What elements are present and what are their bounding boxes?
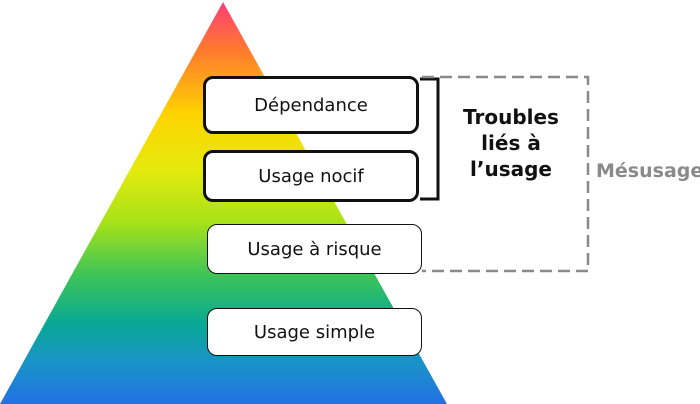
level-box-usage-nocif: Usage nocif <box>203 150 419 202</box>
level-box-usage-simple: Usage simple <box>207 308 422 356</box>
troubles-label-line2: liés à <box>481 131 541 155</box>
level-box-usage-a-risque: Usage à risque <box>207 224 422 274</box>
pyramid-triangle <box>0 2 447 404</box>
level-label-dependance: Dépendance <box>254 94 368 116</box>
troubles-lies-a-lusage-label: Troubles liés à l’usage <box>452 104 570 182</box>
mesusage-label: Mésusage <box>596 160 700 182</box>
troubles-bracket <box>420 77 440 201</box>
level-label-usage-nocif: Usage nocif <box>258 165 364 187</box>
level-box-dependance: Dépendance <box>203 76 419 134</box>
mesusage-bracket <box>422 75 590 273</box>
troubles-label-line3: l’usage <box>470 157 552 181</box>
troubles-label-line1: Troubles <box>463 105 559 129</box>
level-label-usage-simple: Usage simple <box>253 321 376 343</box>
level-label-usage-a-risque: Usage à risque <box>247 238 382 260</box>
